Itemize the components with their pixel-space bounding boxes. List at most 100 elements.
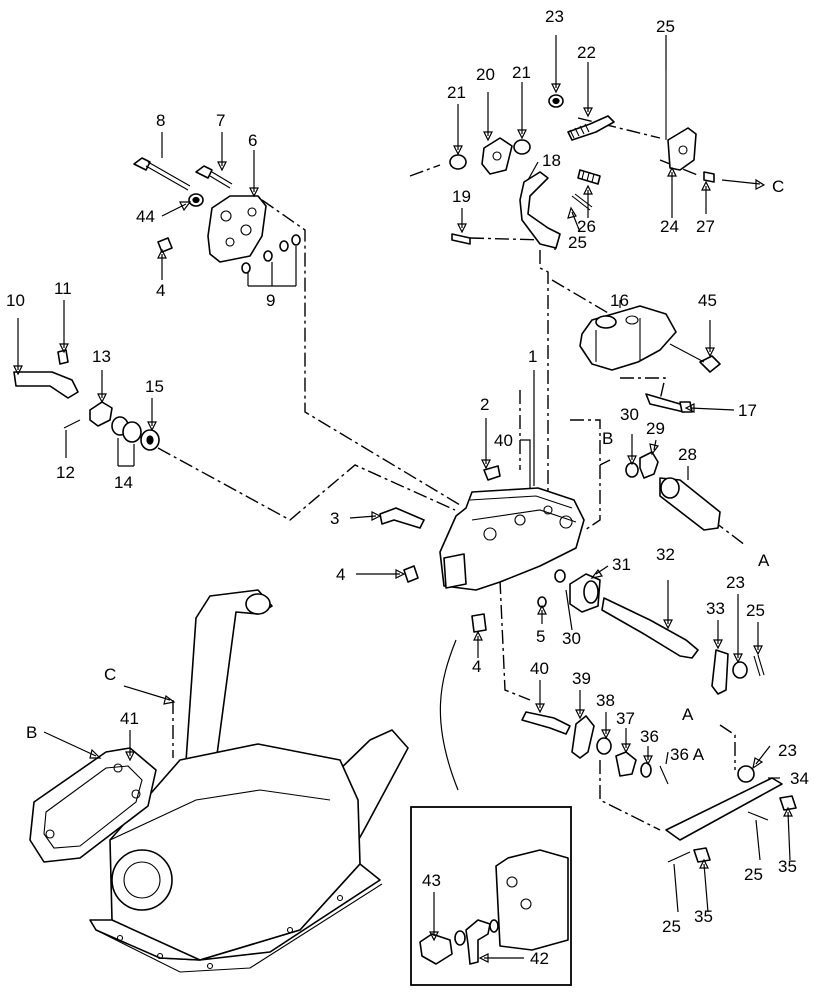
callout-25: 25: [662, 917, 681, 936]
callout-labels: 23 25 22 20 21 21 18 19 25 26 24 27 C 8 …: [6, 7, 809, 968]
callout-28: 28: [678, 445, 697, 464]
part-23-nut-mid: [732, 661, 748, 679]
part-7-bolt: [195, 165, 213, 179]
part-29-snapring: [639, 451, 659, 479]
callout-22: 22: [577, 43, 596, 62]
callout-4: 4: [472, 657, 481, 676]
part-10-handle: [13, 371, 79, 399]
assembly-dashed-lines: [157, 117, 746, 831]
callout-32: 32: [656, 545, 675, 564]
callout-23: 23: [726, 573, 745, 592]
shaft-group: [569, 451, 765, 695]
leader-lines: [13, 35, 793, 963]
part-3-bolt: [379, 507, 425, 529]
callout-43: 43: [422, 871, 441, 890]
lower-linkage-group: [521, 711, 797, 863]
callout-25: 25: [568, 233, 587, 252]
part-17-bolt: [645, 393, 685, 413]
callout-24: 24: [660, 217, 679, 236]
part-23-nut-low: [737, 765, 755, 783]
callout-6: 6: [248, 131, 257, 150]
part-42-elbow: [465, 919, 491, 965]
callout-B: B: [26, 723, 37, 742]
part-38-washer: [596, 737, 612, 755]
callout-21: 21: [512, 63, 531, 82]
callout-26: 26: [577, 217, 596, 236]
part-41-gasket: [29, 747, 157, 863]
part-2-bolt: [483, 465, 501, 481]
part-11-grip-pin: [57, 349, 69, 365]
part-22-threads: [569, 123, 590, 139]
callout-23: 23: [778, 741, 797, 760]
callout-16: 16: [610, 291, 629, 310]
part-21-nut-right: [513, 139, 531, 155]
inset-pointer-arrow: [439, 639, 459, 791]
part-18-arm: [519, 171, 561, 249]
callout-25: 25: [656, 17, 675, 36]
callout-9: 9: [266, 291, 275, 310]
callout-37: 37: [616, 709, 635, 728]
callout-30: 30: [562, 629, 581, 648]
callout-11: 11: [54, 279, 72, 298]
callout-41: 41: [120, 709, 139, 728]
part-9-oring-c: [279, 240, 289, 252]
part-13-bushing: [89, 401, 113, 427]
callout-29: 29: [646, 419, 665, 438]
callout-19: 19: [452, 187, 471, 206]
part-37-sleeve: [615, 751, 637, 777]
part-39-lever: [571, 715, 595, 759]
part-4-plug-top: [157, 237, 173, 253]
callout-31: 31: [612, 555, 631, 574]
callout-34: 34: [790, 769, 809, 788]
callout-23: 23: [545, 7, 564, 26]
part-12-pin: [63, 419, 81, 429]
callout-C: C: [104, 665, 116, 684]
callout-25: 25: [744, 865, 763, 884]
callout-39: 39: [572, 669, 591, 688]
part-24-bracket: [667, 127, 697, 171]
callout-33: 33: [706, 599, 725, 618]
callout-25: 25: [746, 601, 765, 620]
callout-35: 35: [694, 907, 713, 926]
valve-group: [579, 305, 721, 413]
callout-A: A: [758, 551, 770, 570]
callout-35: 35: [778, 857, 797, 876]
callout-12: 12: [56, 463, 75, 482]
part-9-oring-a: [241, 262, 251, 274]
part-40-pin: [521, 711, 571, 735]
top-linkage-group: [449, 70, 715, 249]
housing-base: [89, 863, 381, 961]
housing-port: [111, 849, 173, 911]
part-25-cotter-mid: [571, 193, 593, 211]
handle-group: [13, 349, 160, 451]
part-25-pin-mid: [753, 654, 765, 677]
cover-plate-group: [133, 157, 301, 274]
part-25-pin-low-b: [667, 851, 691, 863]
callout-5: 5: [536, 627, 545, 646]
part-8-bolt: [133, 157, 151, 171]
callout-13: 13: [92, 347, 111, 366]
part-14-washer-b: [122, 421, 142, 443]
callout-10: 10: [6, 291, 25, 310]
part-6-cover-plate: [207, 195, 267, 263]
part-32-shaft: [601, 597, 699, 659]
part-25-pin-low-a: [747, 811, 769, 821]
callout-21: 21: [447, 83, 466, 102]
callout-40: 40: [494, 431, 513, 450]
callout-45: 45: [698, 291, 717, 310]
part-4-plug-bottom: [471, 613, 487, 633]
callout-4: 4: [156, 281, 165, 300]
part-16-valve-block: [579, 305, 677, 371]
part-36-washer: [640, 762, 652, 778]
part-36A-pin: [659, 765, 669, 785]
callout-C: C: [772, 177, 784, 196]
part-4-plug-left: [403, 565, 419, 583]
part-22-lever: [567, 115, 615, 141]
callout-42: 42: [530, 949, 549, 968]
part-9-oring-b: [263, 250, 273, 262]
part-21-nut-left: [449, 154, 467, 170]
part-9-oring-d: [291, 234, 301, 246]
part-35-pin-b: [693, 847, 711, 863]
